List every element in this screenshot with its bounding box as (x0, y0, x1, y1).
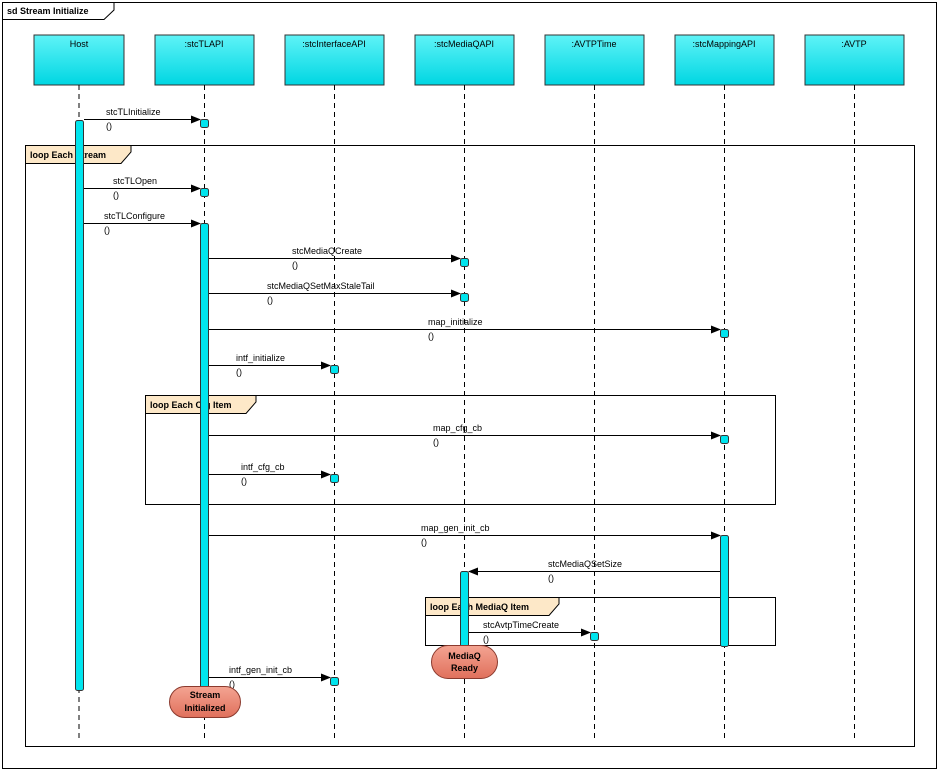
message-args-m3: () (104, 225, 110, 235)
lifeline-label-tlapi: :stcTLAPI (184, 39, 223, 49)
loop-frame-mqitem (425, 597, 776, 646)
lifeline-box-mq (414, 34, 515, 86)
lifeline-host: Host (33, 34, 125, 86)
activation-intf-gen (330, 677, 339, 686)
lifeline-label-host: Host (70, 39, 89, 49)
lifeline-map: :stcMappingAPI (674, 34, 775, 86)
loop-frame-cfg (145, 395, 776, 505)
lifeline-label-mq: :stcMediaQAPI (434, 39, 494, 49)
message-args-m4: () (292, 260, 298, 270)
lifeline-box-tlapi (154, 34, 255, 86)
lifeline-avtpt: :AVTPTime (544, 34, 645, 86)
activation-map-cfg (720, 435, 729, 444)
message-args-m5: () (267, 295, 273, 305)
message-label-m12: stcAvtpTimeCreate (483, 620, 559, 630)
activation-tlapi-open (200, 188, 209, 197)
activation-tlapi-configure (200, 223, 209, 691)
lifeline-box-avtpt (544, 34, 645, 86)
message-args-m9: () (241, 476, 247, 486)
loop-title-stream: loop Each Stream (30, 150, 106, 160)
lifeline-box-avtp (804, 34, 905, 86)
message-args-m12: () (483, 634, 489, 644)
state-streaminit: Stream Initialized (169, 686, 241, 718)
message-label-m4: stcMediaQCreate (292, 246, 362, 256)
message-label-m3: stcTLConfigure (104, 211, 165, 221)
activation-host (75, 120, 84, 691)
lifeline-avtp: :AVTP (804, 34, 905, 86)
lifeline-label-avtpt: :AVTPTime (571, 39, 616, 49)
activation-tlapi-init (200, 119, 209, 128)
lifeline-tlapi: :stcTLAPI (154, 34, 255, 86)
loop-tab-mqitem (425, 597, 560, 616)
message-args-m1: () (106, 121, 112, 131)
message-label-m13: intf_gen_init_cb (229, 665, 292, 675)
message-label-m6: map_initialize (428, 317, 483, 327)
lifeline-box-map (674, 34, 775, 86)
message-args-m2: () (113, 190, 119, 200)
activation-map-gen (720, 535, 729, 647)
message-label-m7: intf_initialize (236, 353, 285, 363)
state-shape-streaminit (169, 686, 241, 718)
lifeline-label-avtp: :AVTP (841, 39, 866, 49)
activation-intf-init (330, 365, 339, 374)
frame-title: sd Stream Initialize (7, 6, 89, 16)
activation-mq-create (460, 258, 469, 267)
frame-title-tab (2, 2, 115, 20)
message-args-m13: () (229, 679, 235, 689)
message-args-m10: () (421, 537, 427, 547)
lifeline-mq: :stcMediaQAPI (414, 34, 515, 86)
message-args-m6: () (428, 331, 434, 341)
state-line1-mqready: MediaQ (448, 651, 481, 661)
loop-title-cfg: loop Each Cfg Item (150, 400, 232, 410)
lifeline-box-intf (284, 34, 385, 86)
state-line2-streaminit: Initialized (184, 703, 225, 713)
activation-mq-setsize (460, 571, 469, 647)
message-args-m8: () (433, 437, 439, 447)
message-label-m5: stcMediaQSetMaxStaleTail (267, 281, 375, 291)
message-label-m1: stcTLInitialize (106, 107, 161, 117)
state-mqready: MediaQ Ready (431, 645, 498, 679)
lifeline-label-map: :stcMappingAPI (692, 39, 755, 49)
message-label-m10: map_gen_init_cb (421, 523, 490, 533)
lifeline-intf: :stcInterfaceAPI (284, 34, 385, 86)
activation-avtpt-create (590, 632, 599, 641)
state-shape-mqready (431, 645, 498, 679)
state-line1-streaminit: Stream (190, 690, 221, 700)
message-args-m7: () (236, 367, 242, 377)
loop-title-mqitem: loop Each MediaQ Item (430, 602, 529, 612)
message-label-m8: map_cfg_cb (433, 423, 482, 433)
lifeline-label-intf: :stcInterfaceAPI (302, 39, 366, 49)
state-line2-mqready: Ready (451, 663, 478, 673)
activation-mq-stale (460, 293, 469, 302)
activation-map-init (720, 329, 729, 338)
message-args-m11: () (548, 573, 554, 583)
activation-intf-cfg (330, 474, 339, 483)
message-label-m2: stcTLOpen (113, 176, 157, 186)
message-label-m9: intf_cfg_cb (241, 462, 285, 472)
message-label-m11: stcMediaQSetSize (548, 559, 622, 569)
loop-frame-stream (25, 145, 915, 747)
